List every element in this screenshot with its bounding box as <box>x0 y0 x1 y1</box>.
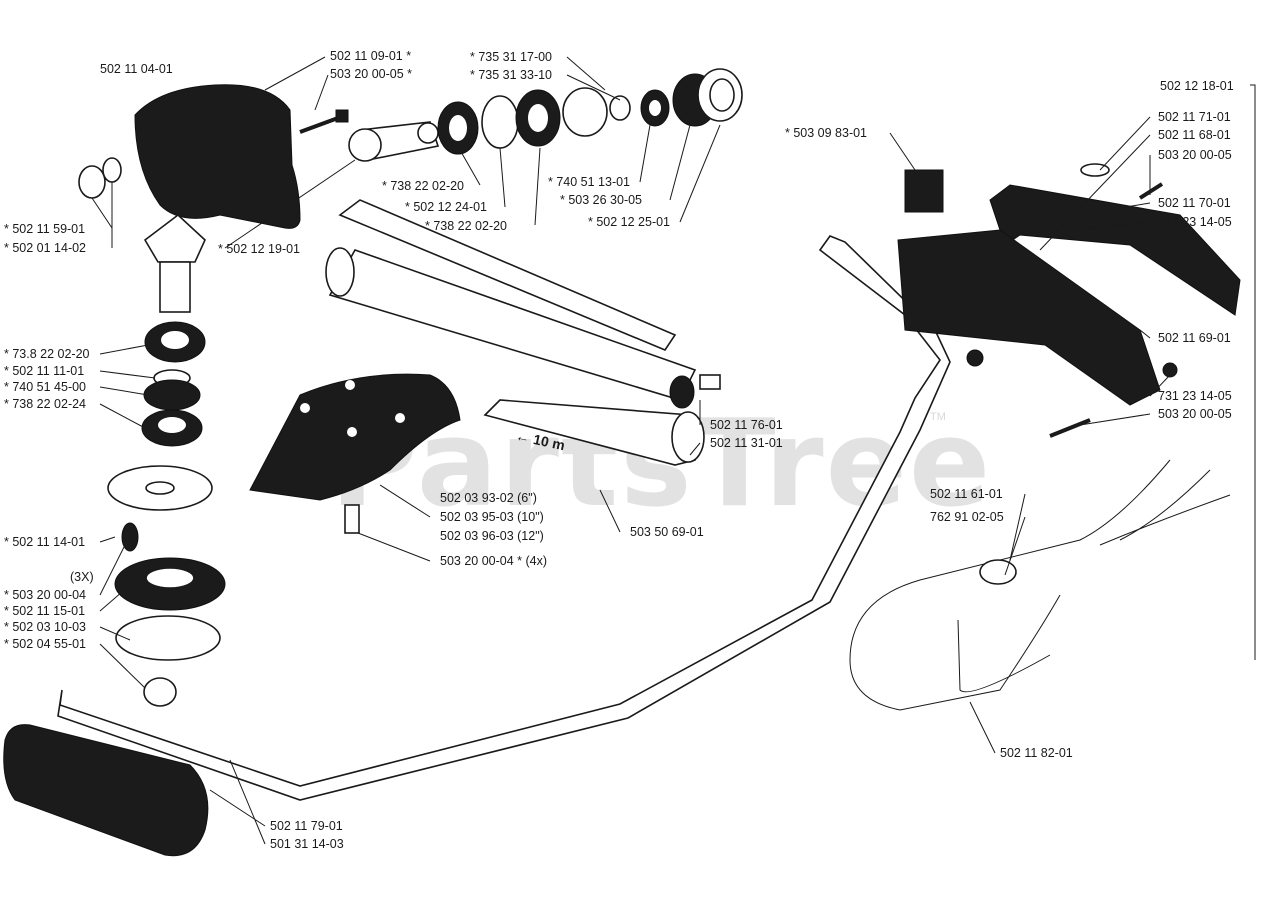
label-cable-a: 502 11 61-01 <box>930 487 1003 501</box>
throttle-handle-part <box>897 163 1241 438</box>
label-cable-c: 502 11 82-01 <box>1000 746 1073 760</box>
label-nut-blade: * 502 04 55-01 <box>4 637 86 651</box>
label-cable-b: 762 91 02-05 <box>930 510 1004 524</box>
upper-bearing-set-part <box>437 68 743 155</box>
label-screw-2: 503 20 00-05 <box>1158 407 1232 421</box>
label-nut-2: 731 23 14-05 <box>1158 389 1232 403</box>
watermark-tm: TM <box>930 411 946 423</box>
label-throttle-lever: 502 11 68-01 <box>1158 128 1231 142</box>
label-spring: 502 11 71-01 <box>1158 110 1231 124</box>
label-throttle-assy: 502 12 18-01 <box>1160 79 1234 93</box>
label-tube: 502 11 31-01 <box>710 436 783 450</box>
label-support-plate: * 502 11 14-01 <box>4 535 85 549</box>
support-plate-part <box>107 465 213 511</box>
handlebar-part <box>57 235 951 801</box>
grip-part <box>3 724 209 857</box>
lower-tube-part: ← 10 m <box>483 399 705 466</box>
label-plug-b: * 502 01 14-02 <box>4 241 86 255</box>
leader-lines <box>91 56 1256 845</box>
label-screw-a: 502 11 09-01 * <box>330 49 411 63</box>
drive-shaft-part <box>338 199 677 351</box>
lower-bearing-stack-part <box>141 321 206 447</box>
small-gear-part <box>348 121 440 162</box>
label-guard-6: 502 03 93-02 (6") <box>440 491 537 505</box>
label-handlebar: 502 11 79-01 <box>270 819 343 833</box>
label-switch: * 503 09 83-01 <box>785 126 867 140</box>
label-ring-c: * 740 51 45-00 <box>4 380 86 394</box>
drive-disc-part <box>114 522 226 707</box>
label-washer-c: * 502 11 11-01 <box>4 364 84 378</box>
gear-head-housing-part <box>78 84 301 229</box>
guard-part <box>249 373 461 534</box>
shaft-tube-part <box>325 247 721 409</box>
label-bearing-d: * 738 22 02-24 <box>4 397 86 411</box>
label-grip: 501 31 14-03 <box>270 837 344 851</box>
label-bearing-b: * 738 22 02-20 <box>425 219 507 233</box>
part-labels: 502 11 04-01 502 11 09-01 * 503 20 00-05… <box>4 49 1234 851</box>
label-sleeve: * 502 12 25-01 <box>588 215 670 229</box>
label-guard-screw: 503 20 00-04 * (4x) <box>440 554 547 568</box>
label-handle-nut: 731 23 14-05 <box>1158 215 1232 229</box>
label-circlip-a: * 735 31 17-00 <box>470 50 552 64</box>
label-drive-disc: * 502 11 15-01 <box>4 604 85 618</box>
label-qty-3x: (3X) <box>70 570 94 584</box>
label-handle-half: 502 11 70-01 <box>1158 196 1231 210</box>
label-circlip-b: * 735 31 33-10 <box>470 68 552 82</box>
label-bearing-c: * 73.8 22 02-20 <box>4 347 90 361</box>
cable-harness-part <box>849 459 1231 711</box>
label-drive-shaft: 502 11 76-01 <box>710 418 783 432</box>
label-snap-ring: * 740 51 13-01 <box>548 175 630 189</box>
label-guard-10: 502 03 95-03 (10") <box>440 510 544 524</box>
label-handle-screw: 503 20 00-05 <box>1158 148 1232 162</box>
label-handle-half-2: 502 11 69-01 <box>1158 331 1231 345</box>
head-screw-part <box>299 109 349 134</box>
label-gear-small: * 502 12 19-01 <box>218 242 300 256</box>
label-screw-b: 503 20 00-05 * <box>330 67 412 81</box>
label-spacer: * 502 12 24-01 <box>405 200 487 214</box>
label-plug-a: * 502 11 59-01 <box>4 222 85 236</box>
label-screw-3x: * 503 20 00-04 <box>4 588 86 602</box>
bevel-gear-part <box>143 213 206 313</box>
label-guard-12: 502 03 96-03 (12") <box>440 529 544 543</box>
label-bearing-a: * 738 22 02-20 <box>382 179 464 193</box>
label-decal: 503 50 69-01 <box>630 525 704 539</box>
label-blade: * 502 03 10-03 <box>4 620 86 634</box>
label-head-housing: 502 11 04-01 <box>100 62 173 76</box>
label-seal: * 503 26 30-05 <box>560 193 642 207</box>
